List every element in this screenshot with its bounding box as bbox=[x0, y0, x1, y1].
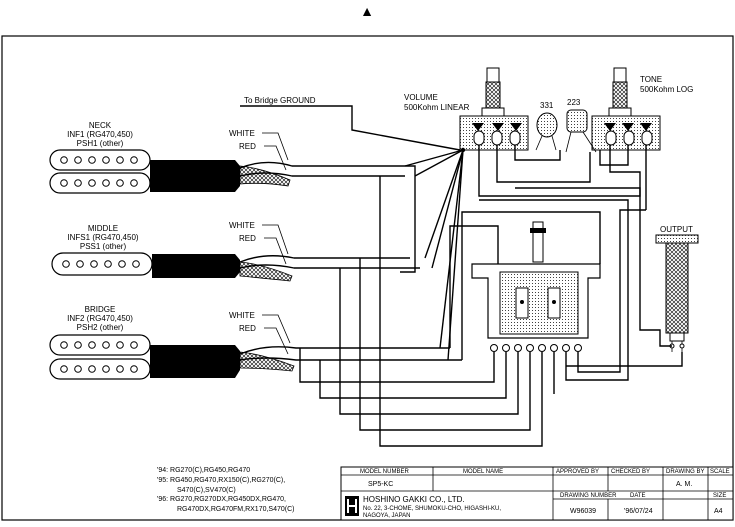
tone-pot: TONE 500Kohm LOG bbox=[591, 67, 693, 151]
pickup-wires bbox=[239, 161, 462, 361]
company-address-2: NAGOYA, JAPAN bbox=[363, 513, 410, 519]
tone-title: TONE bbox=[640, 75, 662, 84]
size-value: A4 bbox=[714, 508, 723, 515]
output-jack: OUTPUT bbox=[655, 225, 699, 352]
neck-pickup-line1: INF1 (RG470,450) bbox=[67, 130, 133, 139]
shielded-cables bbox=[150, 160, 240, 378]
middle-pickup-line1: INFS1 (RG470,450) bbox=[67, 233, 138, 242]
neck-white-label: WHITE bbox=[229, 129, 255, 138]
neck-pickup-line2: PSH1 (other) bbox=[77, 139, 124, 148]
date-value: '96/07/24 bbox=[624, 508, 653, 515]
model-number-value: SP5-KC bbox=[368, 481, 393, 488]
middle-pickup: MIDDLE INFS1 (RG470,450) PSS1 (other) bbox=[51, 224, 153, 276]
bridge-pickup-title: BRIDGE bbox=[85, 305, 116, 314]
cap-331-label: 331 bbox=[540, 101, 554, 110]
bridge-ground-label: To Bridge GROUND bbox=[244, 96, 316, 105]
model-list-94: '94: RG270(C),RG450,RG470 bbox=[157, 467, 250, 474]
size-header: SIZE bbox=[713, 493, 726, 499]
approved-header: APPROVED BY bbox=[556, 469, 599, 475]
model-list-96a: '96: RG270,RG270DX,RG450DX,RG470, bbox=[157, 496, 286, 503]
drawing-number-header: DRAWING NUMBER bbox=[560, 493, 617, 499]
middle-pickup-line2: PSS1 (other) bbox=[80, 242, 127, 251]
model-list-95a: '95: RG450,RG470,RX150(C),RG270(C), bbox=[157, 477, 285, 484]
capacitors: 331 223 bbox=[535, 98, 597, 153]
checked-header: CHECKED BY bbox=[611, 469, 650, 475]
top-arrow-icon: ▲ bbox=[360, 3, 374, 19]
switch-wires bbox=[299, 176, 646, 447]
model-list: '94: RG270(C),RG450,RG470 '95: RG450,RG4… bbox=[157, 467, 295, 513]
bridge-white-label: WHITE bbox=[229, 311, 255, 320]
drawing-number-value: W96039 bbox=[570, 508, 596, 515]
company-address-1: No. 22, 3-CHOME, SHUMOKU-CHO, HIGASHI-KU… bbox=[363, 506, 501, 512]
output-label: OUTPUT bbox=[660, 225, 693, 234]
model-number-header: MODEL NUMBER bbox=[360, 469, 409, 475]
scale-header: SCALE bbox=[710, 469, 730, 475]
tone-spec: 500Kohm LOG bbox=[640, 85, 693, 94]
middle-white-label: WHITE bbox=[229, 221, 255, 230]
neck-pickup-title: NECK bbox=[89, 121, 112, 130]
drawing-by-value: A. M. bbox=[676, 481, 692, 488]
date-header: DATE bbox=[630, 493, 646, 499]
drawing-by-header: DRAWING BY bbox=[666, 469, 704, 475]
model-name-header: MODEL NAME bbox=[463, 469, 503, 475]
bridge-pickup-line2: PSH2 (other) bbox=[77, 323, 124, 332]
neck-red-label: RED bbox=[239, 142, 256, 151]
middle-pickup-title: MIDDLE bbox=[88, 224, 118, 233]
cap-223-label: 223 bbox=[567, 98, 581, 107]
title-block: MODEL NUMBER MODEL NAME APPROVED BY CHEC… bbox=[340, 466, 734, 521]
bridge-red-label: RED bbox=[239, 324, 256, 333]
volume-pot: VOLUME 500Kohm LINEAR bbox=[404, 67, 529, 153]
volume-spec: 500Kohm LINEAR bbox=[404, 103, 470, 112]
company-logo bbox=[345, 496, 359, 516]
model-list-95b: S470(C),SV470(C) bbox=[177, 487, 236, 494]
volume-title: VOLUME bbox=[404, 93, 438, 102]
neck-pickup: NECK INF1 (RG470,450) PSH1 (other) bbox=[49, 121, 151, 194]
output-wires bbox=[515, 187, 683, 367]
five-way-switch bbox=[471, 221, 601, 352]
bridge-pickup: BRIDGE INF2 (RG470,450) PSH2 (other) bbox=[49, 305, 151, 380]
middle-red-label: RED bbox=[239, 234, 256, 243]
wire-labels: WHITE RED WHITE RED WHITE RED bbox=[229, 129, 291, 355]
company-name: HOSHINO GAKKI CO., LTD. bbox=[363, 495, 465, 504]
model-list-96b: RG470DX,RG470FM,RX170,S470(C) bbox=[177, 506, 295, 513]
shield-braids bbox=[239, 165, 295, 372]
bridge-ground-wire bbox=[240, 105, 461, 151]
bridge-pickup-line1: INF2 (RG470,450) bbox=[67, 314, 133, 323]
